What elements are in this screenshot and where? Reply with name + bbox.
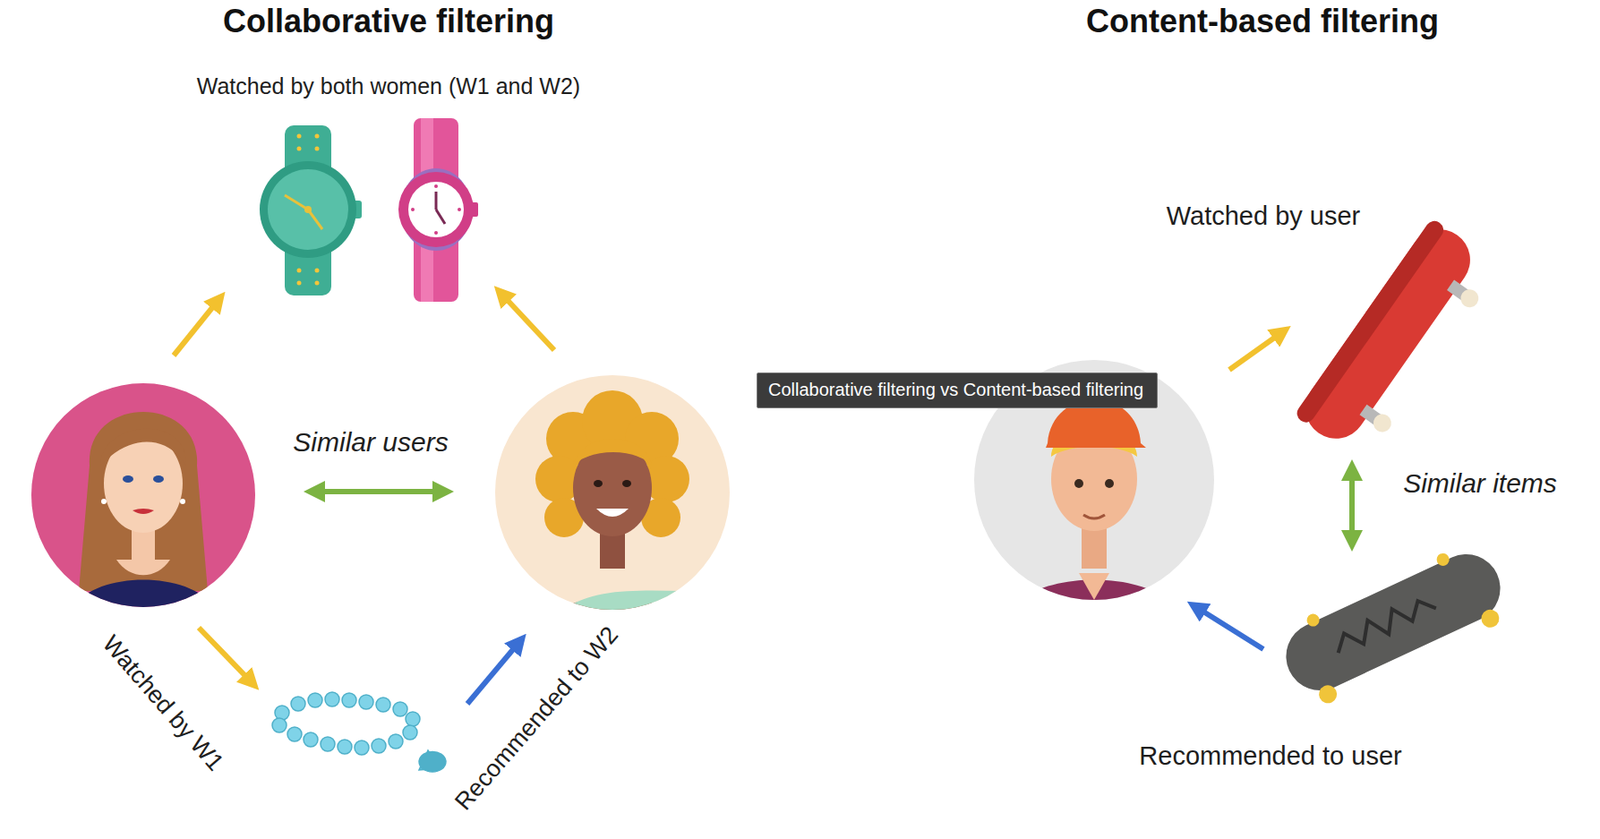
section-heading: Collaborative filtering <box>222 2 555 40</box>
red-skateboard <box>1293 217 1504 465</box>
arrow-label: Watched by W1 <box>96 630 230 777</box>
gray-skateboard <box>1271 535 1517 713</box>
teal-watch <box>259 125 362 296</box>
section-heading: Content-based filtering <box>1086 2 1439 40</box>
relation-label: Similar users <box>292 427 448 459</box>
bead-bracelet <box>272 692 446 772</box>
pink-watch <box>398 118 479 302</box>
woman-w2-avatar <box>495 375 730 645</box>
tooltip-text: Collaborative filtering vs Content-based… <box>768 378 1147 401</box>
caption-text: Watched by both women (W1 and W2) <box>196 73 581 100</box>
tooltip-box: Collaborative filtering vs Content-based… <box>756 372 1158 409</box>
arrow-label: Recommended to user <box>1138 741 1402 771</box>
yellow-arrow <box>173 293 1283 683</box>
arrow-label: Recommended to W2 <box>450 621 625 816</box>
arrow-label: Watched by user <box>1166 201 1361 232</box>
woman-w1-avatar <box>31 383 256 645</box>
relation-label: Similar items <box>1403 468 1558 500</box>
